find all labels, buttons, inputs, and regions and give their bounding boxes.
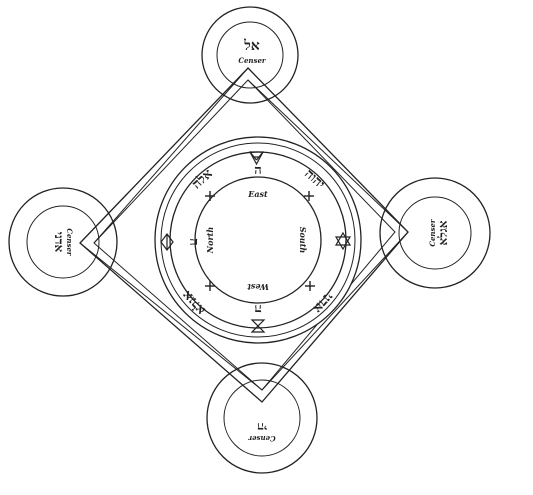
cross-icon	[305, 281, 315, 291]
censer-bottom-word: הי	[257, 420, 267, 434]
inner-letter-top: ה	[254, 163, 261, 178]
ring-crosses	[205, 191, 315, 291]
censer-right-word: אגלא	[436, 220, 450, 245]
hourglass-icon	[250, 319, 266, 333]
censer-top: אל Censer	[201, 6, 299, 104]
censer-left-label: Censer	[65, 228, 74, 257]
cardinal-symbols	[160, 151, 352, 333]
censer-top-word: אל	[243, 38, 260, 54]
diamond-sign-icon	[160, 233, 174, 251]
censer-top-label: Censer	[238, 56, 267, 65]
pentagram-triangle-icon	[248, 151, 265, 166]
censer-bottom-label: Censer	[247, 434, 276, 443]
censer-right-label: Censer	[428, 218, 437, 247]
cross-icon	[205, 281, 215, 291]
hexagram-icon	[334, 231, 352, 251]
censer-left-word: אדני	[52, 232, 66, 253]
inner-letter-bottom: ה	[254, 301, 261, 316]
censer-right: אגלא Censer	[379, 177, 491, 289]
direction-west: West	[247, 282, 269, 292]
censer-left: אדני Censer	[8, 187, 118, 297]
direction-labels: East South West North	[205, 189, 308, 292]
cross-icon	[304, 191, 314, 201]
inner-letters: ה ה ה	[186, 163, 262, 316]
direction-north: North	[205, 227, 215, 255]
direction-east: East	[247, 189, 268, 199]
censer-bottom: הי Censer	[206, 362, 318, 474]
inner-letter-left: ה	[186, 238, 201, 245]
cross-icon	[205, 191, 215, 201]
direction-south: South	[298, 227, 308, 254]
central-circle	[154, 136, 362, 344]
